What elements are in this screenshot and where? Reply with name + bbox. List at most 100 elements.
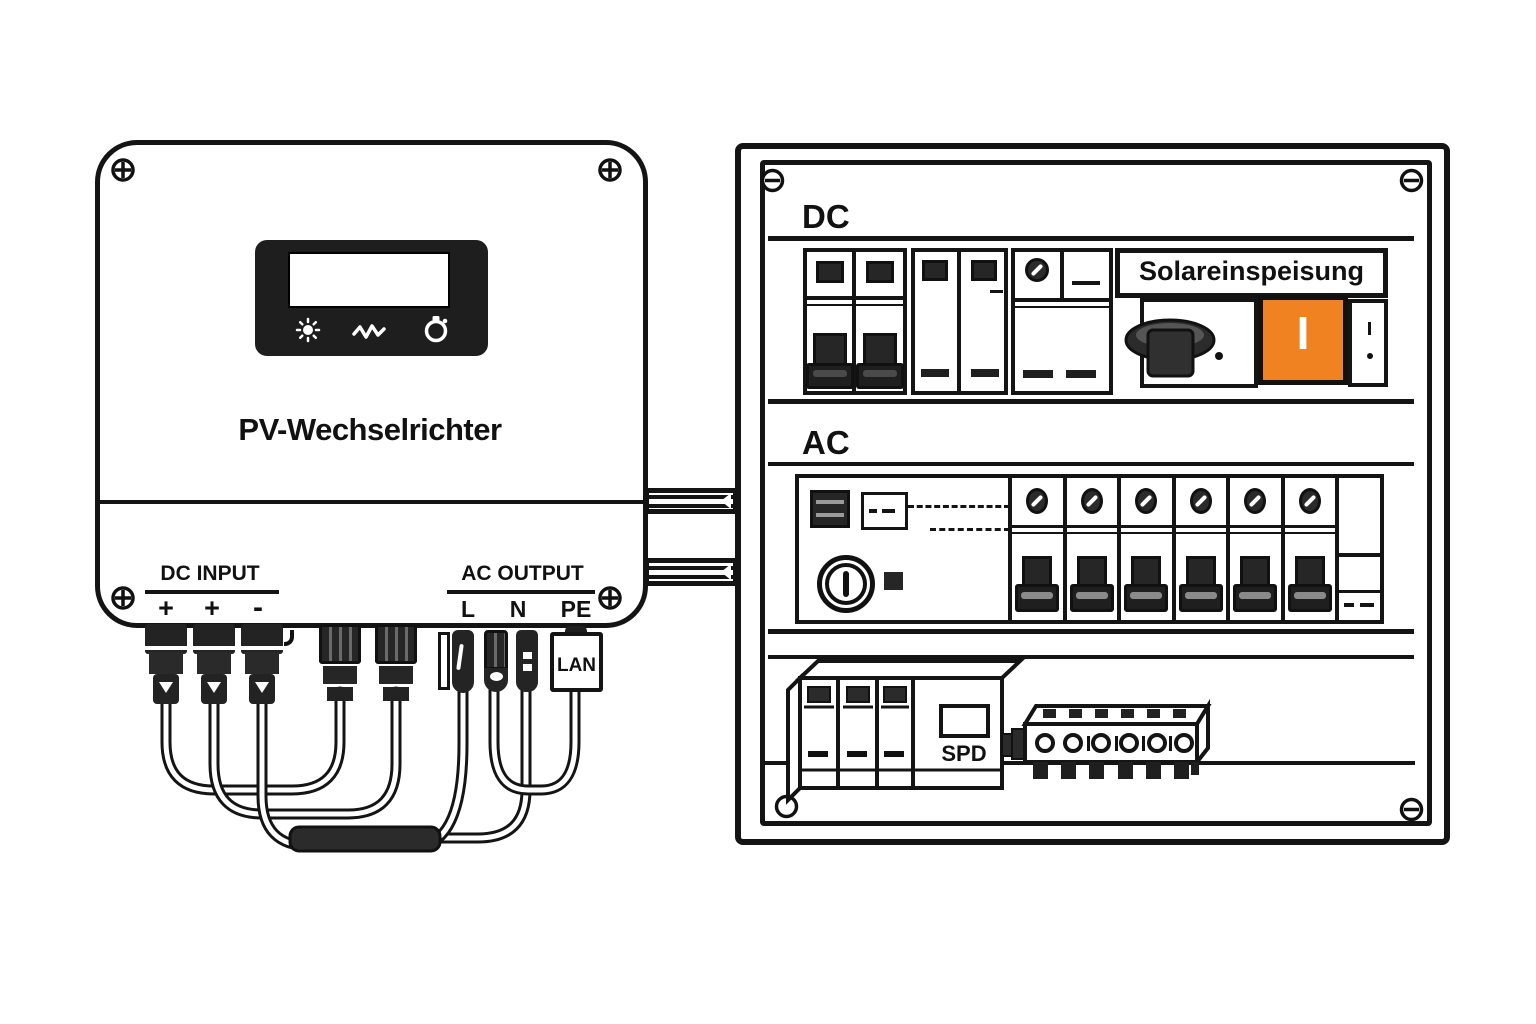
toggle-slit — [1076, 592, 1108, 599]
marking-dash — [1344, 603, 1354, 607]
ac-terminal-label: L — [460, 596, 476, 622]
flat-lug — [438, 632, 450, 690]
polarity-arrow-icon — [255, 682, 269, 693]
screw-head-icon — [1025, 258, 1049, 282]
pole-divider — [1060, 250, 1064, 302]
marking-dash — [1072, 281, 1100, 285]
toggle-slit — [1130, 592, 1162, 599]
module-divider — [1172, 478, 1176, 620]
dc-terminal-label: + — [158, 593, 174, 623]
connector-highlight — [523, 664, 532, 671]
breaker-window — [971, 260, 997, 281]
display-screen — [288, 252, 450, 308]
ac-connector-n — [484, 630, 508, 670]
marking-dash — [1360, 603, 1374, 607]
test-button-line — [816, 500, 844, 504]
module-divider — [1339, 590, 1384, 593]
module-divider — [1339, 553, 1384, 557]
section-rule — [768, 462, 1414, 466]
screw-head-icon — [1026, 488, 1048, 514]
mount-hook — [284, 630, 294, 646]
ac-breaker — [1010, 478, 1064, 620]
dc-section-label: DC — [802, 198, 850, 235]
marking-tick — [1368, 322, 1371, 335]
module-divider — [1008, 478, 1012, 620]
screw-head-icon — [1190, 488, 1212, 514]
ac-breaker — [1119, 478, 1173, 620]
screw-head-icon — [1135, 488, 1157, 514]
dc-terminal-label: - — [253, 591, 263, 624]
connector-clamp — [245, 652, 279, 674]
screw-icon — [598, 158, 622, 182]
lan-label: LAN — [556, 655, 597, 676]
breaker-window — [922, 260, 948, 281]
breaker-window — [866, 261, 894, 283]
toggle-slit — [1294, 592, 1326, 599]
module-divider — [1335, 478, 1339, 620]
dashed-wire — [908, 505, 1010, 508]
waveform-icon — [352, 324, 386, 339]
sun-icon — [295, 317, 321, 343]
ribbed-connector — [375, 624, 417, 664]
dial-inner-ring — [825, 563, 867, 605]
marking-dash — [869, 509, 877, 513]
screw-icon — [111, 158, 135, 182]
breaker-line — [806, 296, 904, 300]
module-divider — [1281, 478, 1285, 620]
marking-dash — [990, 290, 1003, 293]
screw-icon — [598, 586, 622, 610]
pole-divider — [957, 250, 961, 393]
section-rule — [768, 399, 1414, 404]
connector-step — [379, 666, 413, 684]
feed-switch-on — [1258, 295, 1348, 385]
breaker-toggle — [813, 333, 847, 367]
breaker-toggle — [1240, 556, 1270, 587]
dc-input-underline — [145, 590, 279, 594]
connector-highlight — [193, 646, 235, 650]
section-rule — [768, 655, 1414, 659]
marking-dash — [971, 369, 999, 377]
solar-feed-labelbox — [1115, 248, 1388, 298]
screw-head-icon — [1244, 488, 1266, 514]
rotary-knob — [1124, 318, 1223, 378]
toggle-slit — [1239, 592, 1271, 599]
indicator-square — [884, 572, 903, 590]
conduit-stripe — [649, 495, 733, 499]
conduit-stripe — [649, 566, 733, 570]
connector-highlight — [145, 646, 187, 650]
slotted-screw-icon — [1399, 168, 1424, 193]
ac-terminal-label: N — [509, 596, 527, 622]
inverter-title: PV-Wechselrichter — [238, 412, 502, 447]
connector-clamp — [149, 652, 183, 674]
toggle-slit — [1021, 592, 1053, 599]
ac-breaker — [1228, 478, 1282, 620]
breaker-window — [816, 261, 844, 283]
slotted-screw-icon — [1399, 797, 1424, 822]
module-divider — [1117, 478, 1121, 620]
ac-breaker — [1174, 478, 1228, 620]
module-divider — [1226, 478, 1230, 620]
polarity-arrow-icon — [159, 682, 173, 693]
polarity-arrow-icon — [207, 682, 221, 693]
ac-terminal-label: PE — [560, 596, 592, 622]
timer-icon — [424, 316, 448, 343]
screw-icon — [111, 586, 135, 610]
marking-dash — [1066, 370, 1096, 378]
connector-highlight — [241, 646, 283, 650]
toggle-slit — [1185, 592, 1217, 599]
toggle-slit — [813, 370, 847, 377]
connector-clamp — [197, 652, 231, 674]
dc-terminal-label: + — [204, 593, 220, 623]
marking-dash — [921, 369, 949, 377]
conduit-notch — [721, 564, 731, 580]
toggle-slit — [863, 370, 897, 377]
ribbed-connector — [319, 624, 361, 664]
inverter-face-line — [98, 500, 645, 504]
ac-output-underline — [447, 590, 595, 594]
test-button — [810, 490, 850, 528]
lan-port — [550, 632, 603, 692]
connector-step — [323, 666, 357, 684]
breaker-toggle — [863, 333, 897, 367]
inverter-body — [95, 140, 648, 628]
